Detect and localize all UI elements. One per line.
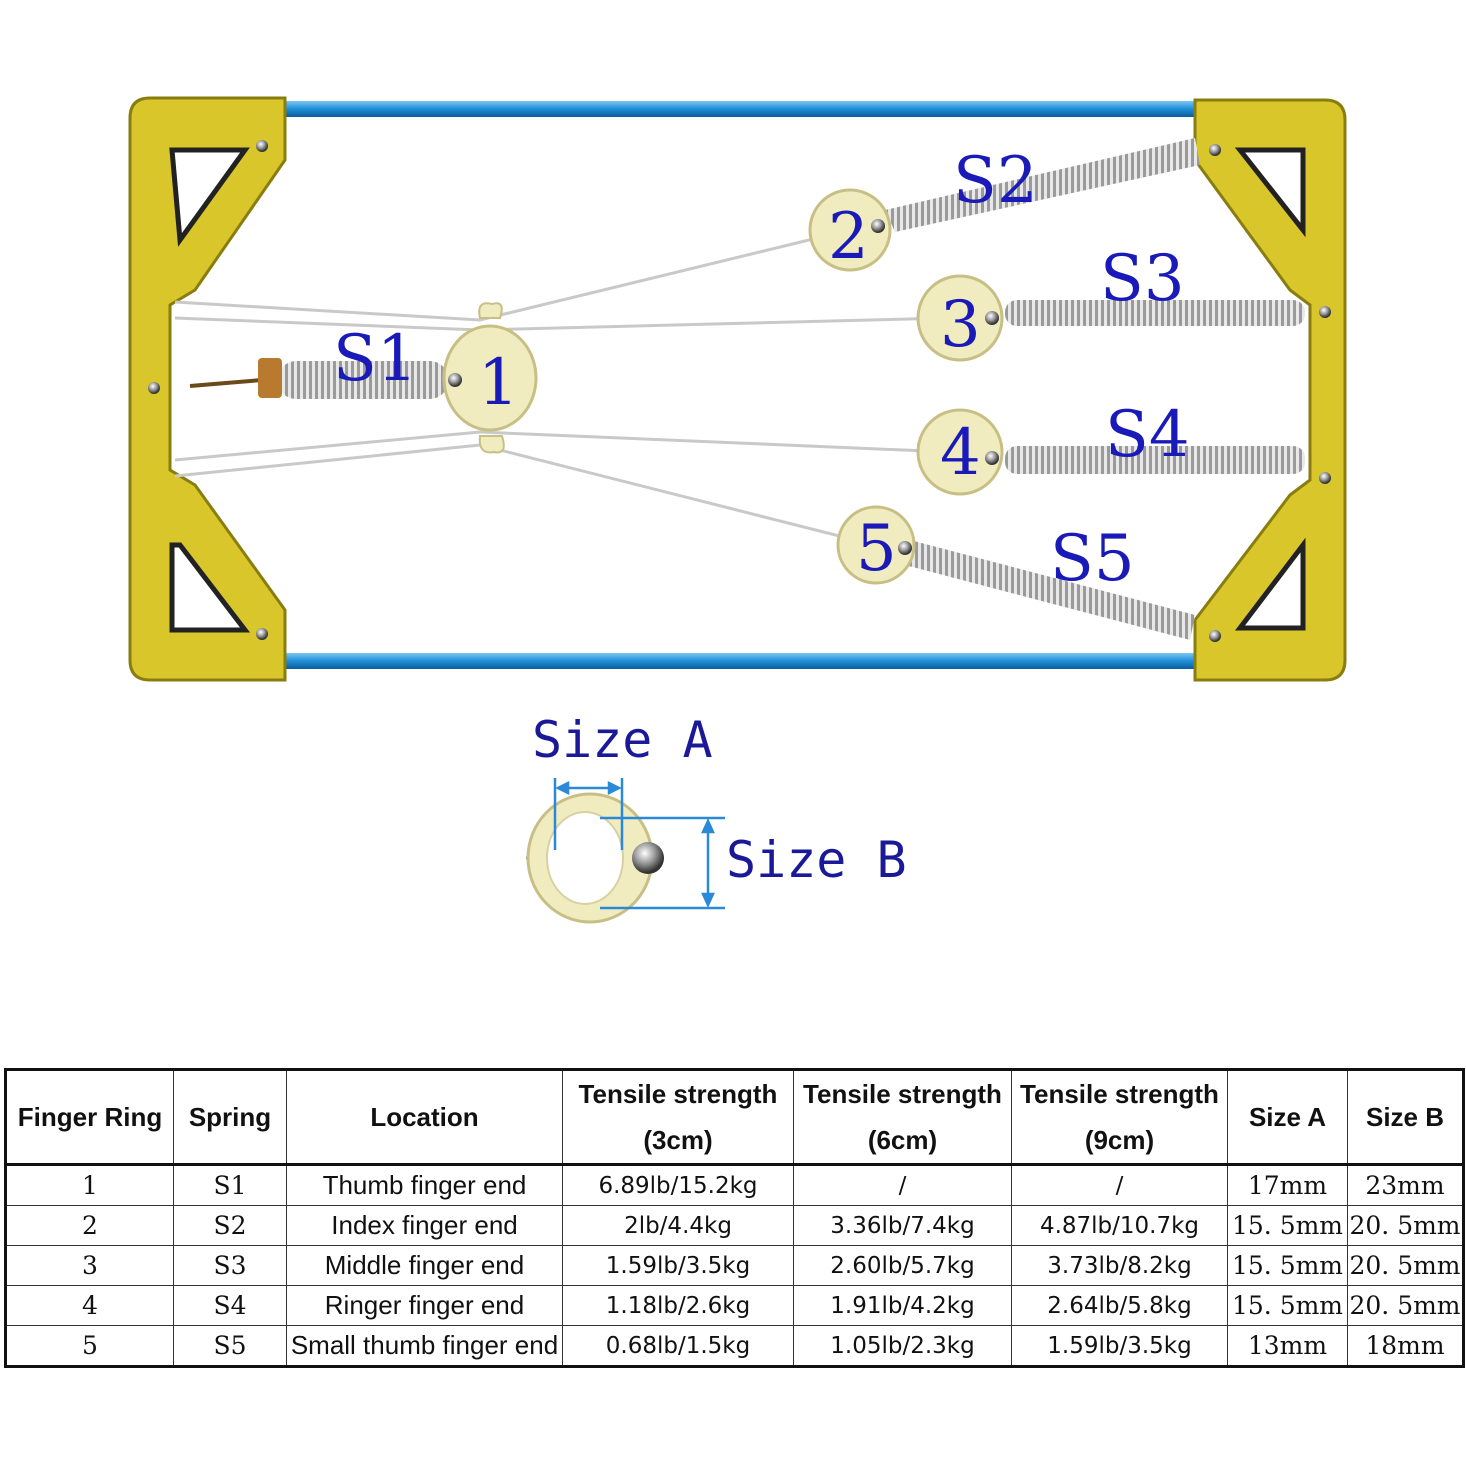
header-size-a-line1: Size A [1248, 1102, 1327, 1132]
cell-size-b: 20. 5mm [1347, 1205, 1464, 1246]
header-finger-ring: Finger Ring [5, 1069, 174, 1165]
header-tensile-9cm-line1: Tensile strength [1020, 1079, 1219, 1109]
spring-label-s4: S4 [1105, 398, 1190, 472]
size-a-dimension [553, 778, 624, 850]
cell-spring: S1 [173, 1164, 287, 1206]
cell-size-a: 15. 5mm [1227, 1245, 1348, 1286]
header-tensile-6cm-line2: (6cm) [867, 1125, 938, 1155]
header-tensile-3cm-line2: (3cm) [643, 1125, 713, 1155]
ring-4 [916, 408, 1004, 496]
cell-tensile-3cm: 1.59lb/3.5kg [562, 1245, 794, 1286]
cell-size-b: 20. 5mm [1347, 1245, 1464, 1286]
ring-3 [916, 274, 1004, 362]
cell-finger-ring: 3 [5, 1245, 174, 1286]
cell-size-b: 23mm [1347, 1164, 1464, 1206]
s1-nut [258, 358, 282, 398]
cell-spring: S2 [173, 1205, 287, 1246]
cell-location: Thumb finger end [286, 1164, 563, 1206]
cell-spring: S4 [173, 1285, 287, 1326]
size-a-label: Size A [532, 711, 713, 769]
table-header-row: Finger Ring Spring Location Tensile strengt… [5, 1069, 1464, 1165]
ring-number-5: 5 [856, 512, 897, 586]
size-b-label: Size B [726, 831, 907, 889]
cell-tensile-3cm: 2lb/4.4kg [562, 1205, 794, 1246]
cell-finger-ring: 1 [5, 1164, 174, 1206]
cell-tensile-3cm: 6.89lb/15.2kg [562, 1164, 794, 1206]
cell-size-a: 17mm [1227, 1164, 1348, 1206]
cell-finger-ring: 5 [5, 1325, 174, 1367]
spring-label-s2: S2 [953, 144, 1038, 218]
cell-location: Middle finger end [286, 1245, 563, 1286]
spring-label-s1: S1 [333, 322, 418, 396]
cell-size-a: 13mm [1227, 1325, 1348, 1367]
ring-number-2: 2 [828, 200, 869, 274]
cell-tensile-9cm: 1.59lb/3.5kg [1011, 1325, 1228, 1367]
header-size-b-line1: Size B [1365, 1102, 1445, 1132]
cell-tensile-3cm: 1.18lb/2.6kg [562, 1285, 794, 1326]
ring-1 [442, 302, 538, 454]
ring-number-4: 4 [940, 416, 981, 490]
header-location-line1: Location [370, 1102, 479, 1132]
header-spring-line1: Spring [188, 1102, 272, 1132]
ring-5 [836, 505, 916, 585]
header-tensile-6cm: Tensile strength (6cm) [793, 1069, 1012, 1165]
header-tensile-6cm-line1: Tensile strength [803, 1079, 1002, 1109]
cell-size-b: 18mm [1347, 1325, 1464, 1367]
cell-tensile-9cm: 3.73lb/8.2kg [1011, 1245, 1228, 1286]
header-finger-ring-line1: Finger Ring [17, 1102, 163, 1132]
cell-tensile-6cm: / [793, 1164, 1012, 1206]
spring-s1 [278, 361, 448, 399]
spec-table: Finger Ring Spring Location Tensile strengt… [4, 1068, 1465, 1368]
cell-tensile-3cm: 0.68lb/1.5kg [562, 1325, 794, 1367]
size-detail-ring [526, 792, 664, 924]
spring-s4 [1005, 446, 1305, 474]
cell-spring: S3 [173, 1245, 287, 1286]
header-tensile-9cm: Tensile strength (9cm) [1011, 1069, 1228, 1165]
spring-s2 [885, 138, 1200, 232]
spring-s3 [1005, 300, 1305, 326]
cell-size-a: 15. 5mm [1227, 1285, 1348, 1326]
header-tensile-9cm-line2: (9cm) [1084, 1125, 1155, 1155]
header-size-a: Size A [1227, 1069, 1348, 1165]
cell-tensile-6cm: 2.60lb/5.7kg [793, 1245, 1012, 1286]
finger-trainer-diagram: 1 2 3 4 5 S1 S2 S3 S4 S5 Size A Size B [128, 96, 1347, 924]
size-b-dimension [600, 816, 725, 910]
header-size-b: Size B [1347, 1069, 1464, 1165]
header-tensile-3cm: Tensile strength (3cm) [562, 1069, 794, 1165]
ring-number-1: 1 [478, 346, 519, 420]
cell-tensile-9cm: / [1011, 1164, 1228, 1206]
cell-finger-ring: 4 [5, 1285, 174, 1326]
bottom-rod [270, 653, 1210, 669]
left-frame [128, 96, 287, 682]
cell-finger-ring: 2 [5, 1205, 174, 1246]
ring-2 [808, 188, 892, 272]
right-frame [1193, 98, 1347, 682]
s1-hook [189, 378, 263, 388]
spring-label-s3: S3 [1100, 242, 1185, 316]
cell-tensile-6cm: 1.91lb/4.2kg [793, 1285, 1012, 1326]
ring-number-3: 3 [940, 288, 981, 362]
cell-size-b: 20. 5mm [1347, 1285, 1464, 1326]
spring-s5 [905, 540, 1195, 640]
cell-spring: S5 [173, 1325, 287, 1367]
header-spring: Spring [173, 1069, 287, 1165]
header-tensile-3cm-line1: Tensile strength [578, 1079, 778, 1109]
cell-size-a: 15. 5mm [1227, 1205, 1348, 1246]
cell-tensile-6cm: 1.05lb/2.3kg [793, 1325, 1012, 1367]
header-location: Location [286, 1069, 563, 1165]
cell-tensile-9cm: 4.87lb/10.7kg [1011, 1205, 1228, 1246]
spring-label-s5: S5 [1050, 522, 1135, 596]
cell-tensile-9cm: 2.64lb/5.8kg [1011, 1285, 1228, 1326]
cell-tensile-6cm: 3.36lb/7.4kg [793, 1205, 1012, 1246]
cell-location: Ringer finger end [286, 1285, 563, 1326]
cell-location: Index finger end [286, 1205, 563, 1246]
top-rod [270, 101, 1210, 117]
cell-location: Small thumb finger end [286, 1325, 563, 1367]
